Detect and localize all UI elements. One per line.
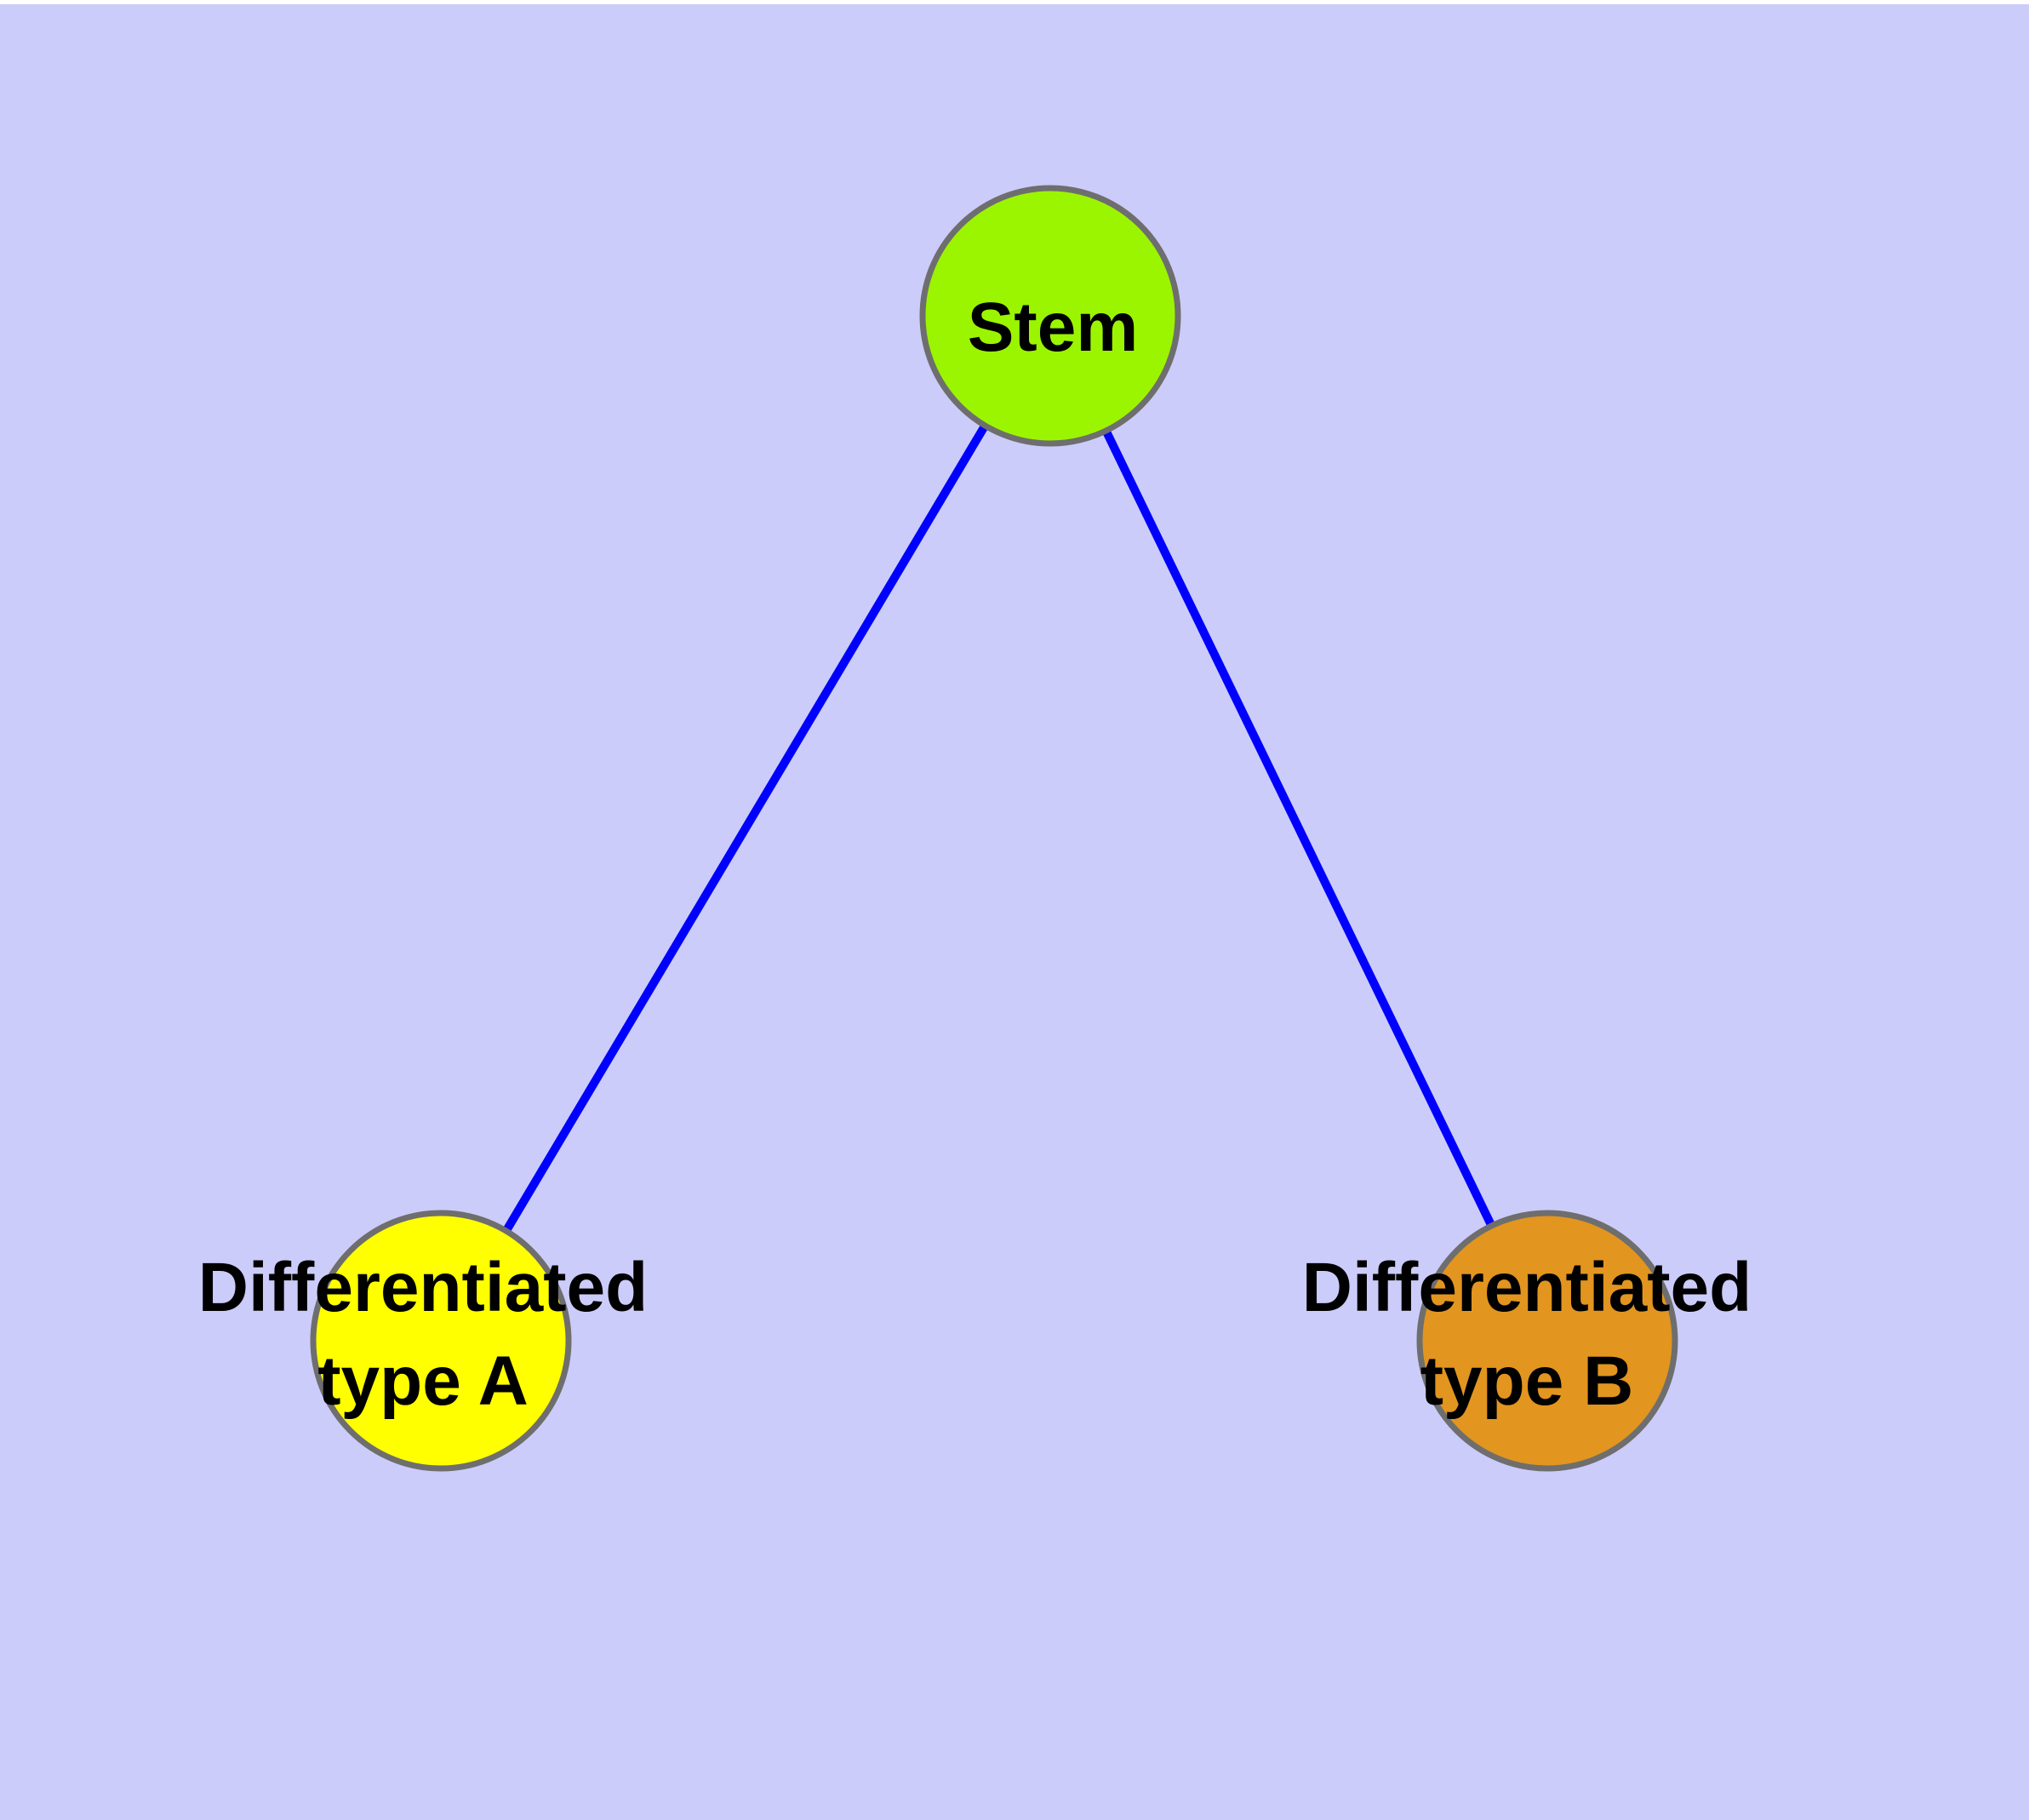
node-label-differentiated-a-line2: type A (317, 1342, 529, 1420)
labels-layer: Stem Differentiated type A Differentiate… (198, 289, 1752, 1420)
node-label-differentiated-b-line2: type B (1420, 1342, 1634, 1420)
node-circle-stem[interactable] (919, 185, 1181, 447)
node-label-differentiated-a-line1: Differentiated (198, 1249, 649, 1326)
node-differentiated-type-a[interactable] (310, 1210, 572, 1472)
node-differentiated-type-b[interactable] (1416, 1210, 1678, 1472)
node-circle-differentiated-b[interactable] (1416, 1210, 1678, 1472)
node-label-stem: Stem (968, 289, 1139, 366)
edge-stem-to-differentiated-b[interactable] (1101, 428, 1496, 1228)
node-label-differentiated-b-line1: Differentiated (1302, 1249, 1752, 1326)
edges-layer (502, 423, 1496, 1233)
edge-stem-to-differentiated-a[interactable] (502, 423, 989, 1233)
node-circle-differentiated-a[interactable] (310, 1210, 572, 1472)
node-stem[interactable] (919, 185, 1181, 447)
